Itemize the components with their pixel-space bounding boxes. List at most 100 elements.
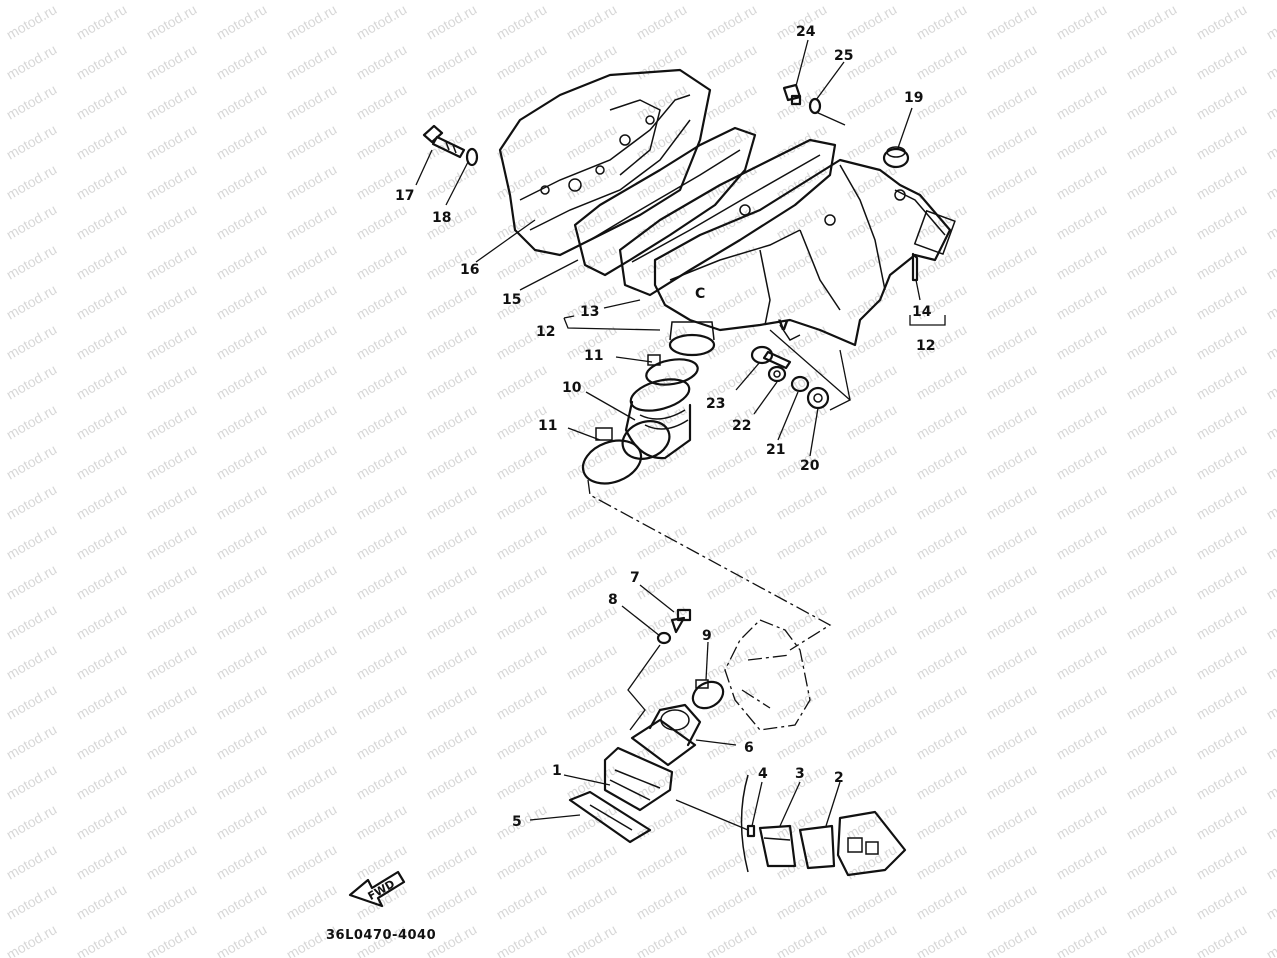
diagram-code: 36L0470-4040	[326, 928, 437, 943]
watermark-text: motod.ru	[74, 801, 130, 842]
watermark-text: motod.ru	[494, 441, 550, 482]
watermark-text: motod.ru	[144, 321, 200, 362]
watermark-text: motod.ru	[1194, 1, 1250, 42]
watermark-text: motod.ru	[284, 281, 340, 322]
watermark-text: motod.ru	[1124, 921, 1180, 958]
watermark-text: motod.ru	[774, 41, 830, 82]
watermark-text: motod.ru	[4, 801, 60, 842]
watermark-text: motod.ru	[1054, 521, 1110, 562]
watermark-text: motod.ru	[424, 761, 480, 802]
watermark-text: motod.ru	[914, 401, 970, 442]
watermark-text: motod.ru	[74, 81, 130, 122]
watermark-text: motod.ru	[494, 481, 550, 522]
watermark-text: motod.ru	[214, 521, 270, 562]
watermark-text: motod.ru	[564, 841, 620, 882]
watermark-text: motod.ru	[214, 81, 270, 122]
watermark-text: motod.ru	[914, 441, 970, 482]
watermark-text: motod.ru	[214, 481, 270, 522]
svg-text:C: C	[695, 286, 705, 302]
watermark-text: motod.ru	[354, 521, 410, 562]
watermark-text: motod.ru	[634, 521, 690, 562]
watermark-text: motod.ru	[1264, 481, 1277, 522]
watermark-text: motod.ru	[1054, 401, 1110, 442]
watermark-text: motod.ru	[1054, 481, 1110, 522]
watermark-text: motod.ru	[984, 881, 1040, 922]
watermark-text: motod.ru	[914, 521, 970, 562]
watermark-text: motod.ru	[284, 241, 340, 282]
callout-7: 7	[630, 570, 640, 586]
watermark-text: motod.ru	[1264, 721, 1277, 762]
watermark-text: motod.ru	[354, 601, 410, 642]
watermark-text: motod.ru	[984, 641, 1040, 682]
watermark-text: motod.ru	[284, 401, 340, 442]
watermark-text: motod.ru	[424, 561, 480, 602]
watermark-text: motod.ru	[1264, 641, 1277, 682]
watermark-text: motod.ru	[1124, 361, 1180, 402]
watermark-text: motod.ru	[1264, 441, 1277, 482]
watermark-text: motod.ru	[634, 641, 690, 682]
watermark-text: motod.ru	[1054, 201, 1110, 242]
callout-18: 18	[432, 210, 451, 226]
watermark-text: motod.ru	[4, 641, 60, 682]
callout-23: 23	[706, 396, 725, 412]
watermark-text: motod.ru	[424, 81, 480, 122]
callout-19: 19	[904, 90, 923, 106]
watermark-text: motod.ru	[1054, 921, 1110, 958]
watermark-text: motod.ru	[564, 641, 620, 682]
watermark-text: motod.ru	[984, 681, 1040, 722]
watermark-text: motod.ru	[284, 601, 340, 642]
watermark-text: motod.ru	[424, 801, 480, 842]
watermark-text: motod.ru	[144, 81, 200, 122]
watermark-text: motod.ru	[914, 841, 970, 882]
callout-13: 13	[580, 304, 599, 320]
watermark-text: motod.ru	[424, 441, 480, 482]
watermark-text: motod.ru	[704, 521, 760, 562]
watermark-text: motod.ru	[1124, 681, 1180, 722]
watermark-text: motod.ru	[74, 681, 130, 722]
watermark-text: motod.ru	[1124, 841, 1180, 882]
watermark-text: motod.ru	[844, 481, 900, 522]
watermark-text: motod.ru	[914, 1, 970, 42]
watermark-text: motod.ru	[1124, 201, 1180, 242]
watermark-text: motod.ru	[144, 601, 200, 642]
gasket-5	[568, 790, 652, 844]
watermark-text: motod.ru	[424, 281, 480, 322]
watermark-text: motod.ru	[1124, 81, 1180, 122]
watermark-text: motod.ru	[494, 1, 550, 42]
watermark-text: motod.ru	[494, 41, 550, 82]
watermark-text: motod.ru	[4, 561, 60, 602]
callout-9: 9	[702, 628, 712, 644]
watermark-text: motod.ru	[1194, 601, 1250, 642]
watermark-text: motod.ru	[774, 561, 830, 602]
watermark-text: motod.ru	[1054, 561, 1110, 602]
watermark-text: motod.ru	[284, 641, 340, 682]
watermark-text: motod.ru	[74, 641, 130, 682]
watermark-text: motod.ru	[984, 761, 1040, 802]
watermark-text: motod.ru	[354, 401, 410, 442]
watermark-text: motod.ru	[214, 881, 270, 922]
watermark-text: motod.ru	[144, 41, 200, 82]
watermark-text: motod.ru	[74, 121, 130, 162]
watermark-text: motod.ru	[214, 641, 270, 682]
watermark-text: motod.ru	[634, 41, 690, 82]
watermark-text: motod.ru	[1124, 281, 1180, 322]
watermark-text: motod.ru	[1194, 841, 1250, 882]
watermark-text: motod.ru	[214, 921, 270, 958]
watermark-text: motod.ru	[704, 921, 760, 958]
watermark-text: motod.ru	[704, 561, 760, 602]
watermark-text: motod.ru	[284, 801, 340, 842]
callout-10: 10	[562, 380, 582, 396]
watermark-text: motod.ru	[4, 441, 60, 482]
watermark-text: motod.ru	[144, 281, 200, 322]
watermark-text: motod.ru	[74, 721, 130, 762]
watermark-text: motod.ru	[424, 881, 480, 922]
watermark-text: motod.ru	[704, 841, 760, 882]
watermark-text: motod.ru	[4, 81, 60, 122]
watermark-text: motod.ru	[214, 321, 270, 362]
watermark-text: motod.ru	[284, 441, 340, 482]
watermark-text: motod.ru	[494, 681, 550, 722]
watermark-text: motod.ru	[984, 161, 1040, 202]
watermark-text: motod.ru	[1264, 0, 1277, 3]
